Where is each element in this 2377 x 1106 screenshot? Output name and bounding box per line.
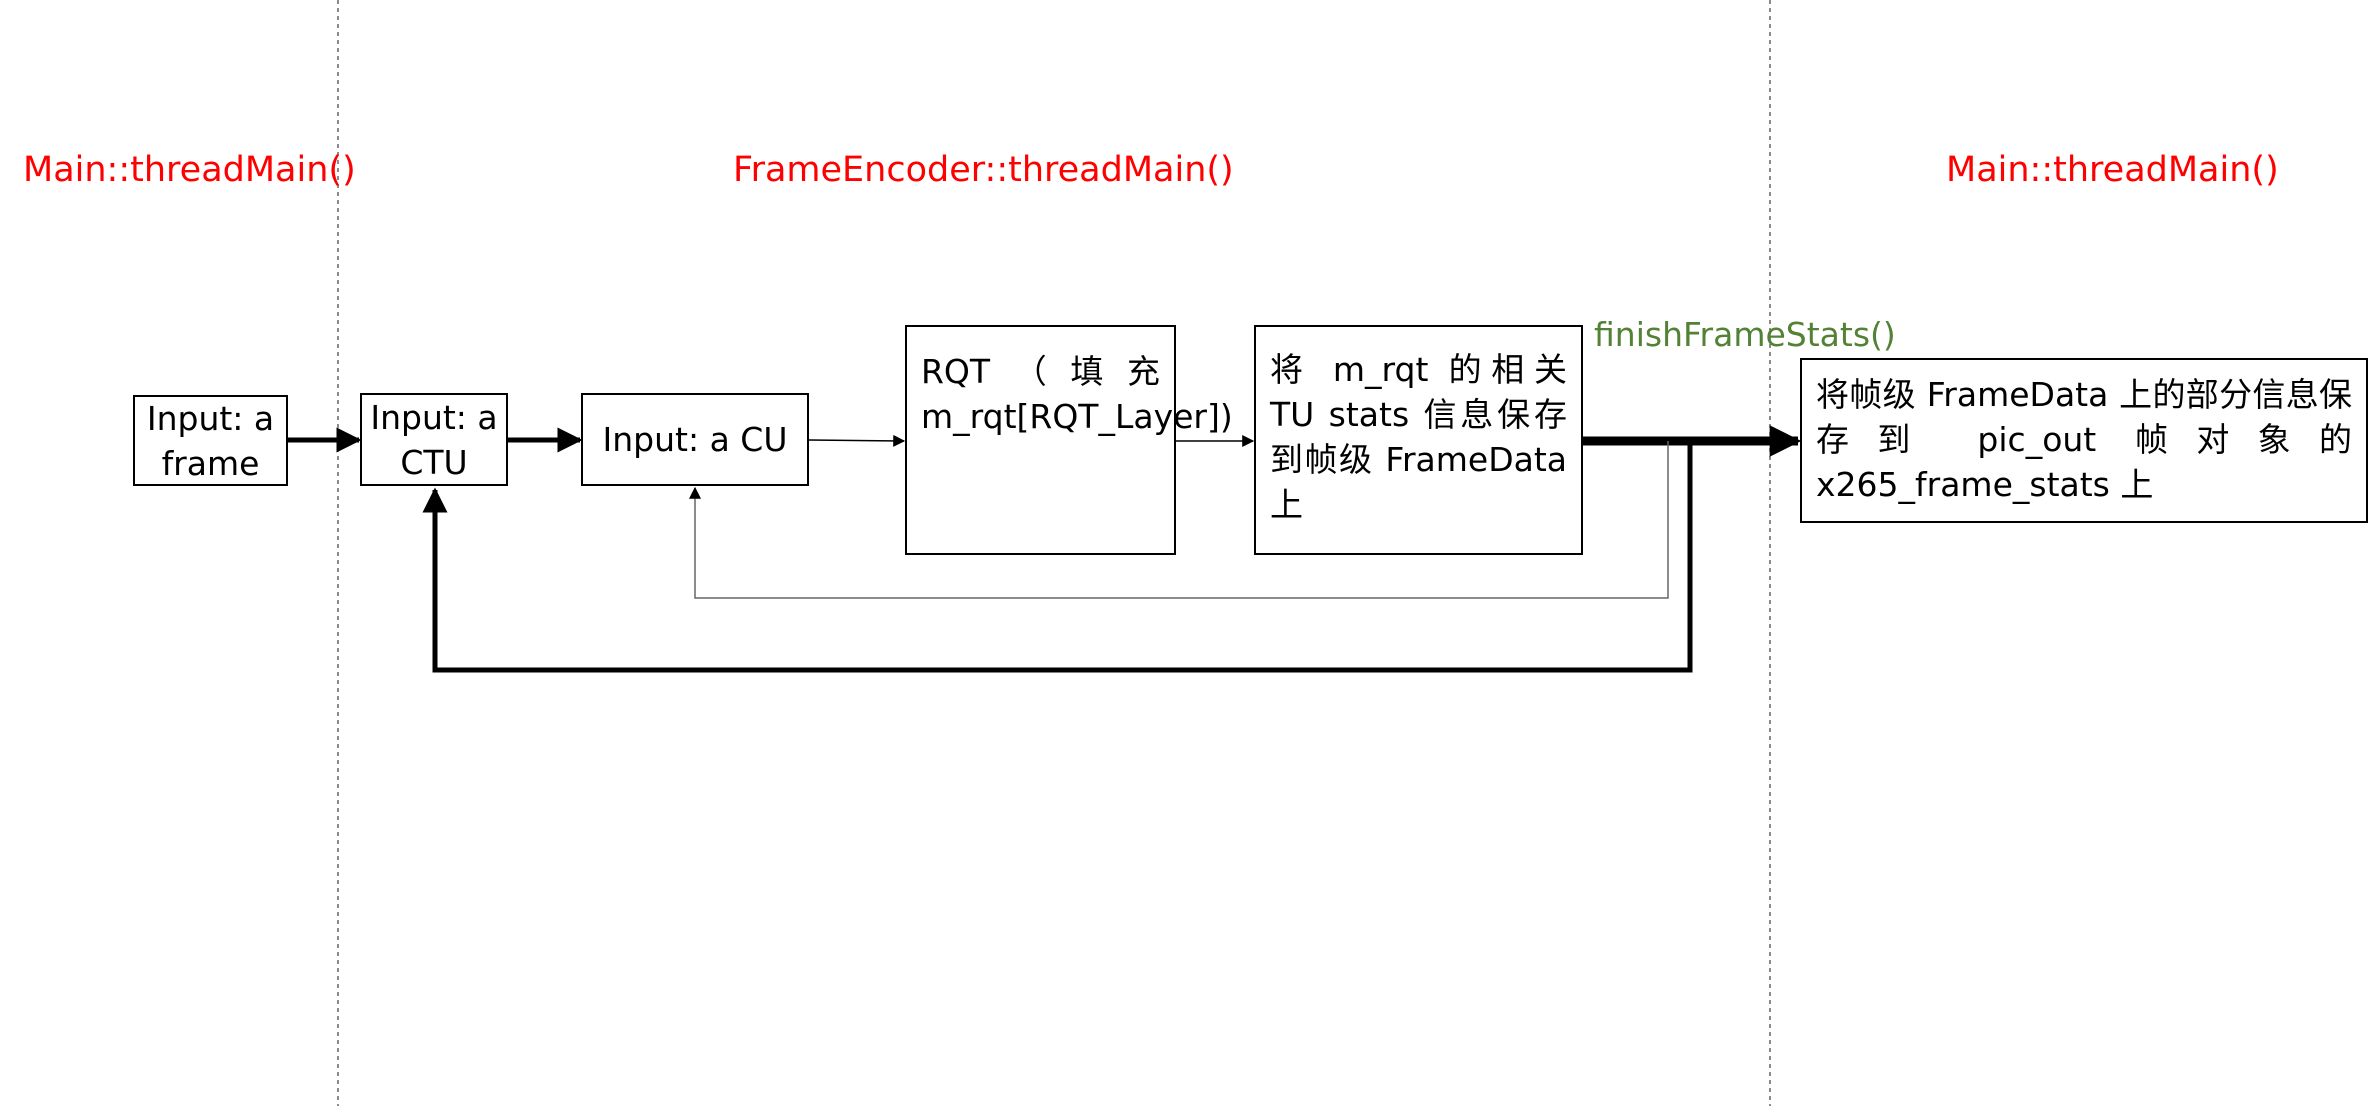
input-cu-text: Input: a CU xyxy=(602,420,788,459)
loop-back-to-cu xyxy=(689,441,1669,599)
save-tu-stats-text: 将 m_rqt 的相关 TU stats 信息保存到帧级 FrameData 上 xyxy=(1270,350,1567,524)
input-cu-box: Input: a CU xyxy=(581,393,809,486)
input-frame-text: Input: a frame xyxy=(146,398,275,483)
middle-section-label: FrameEncoder::threadMain() xyxy=(733,150,1234,190)
save-tu-stats-box: 将 m_rqt 的相关 TU stats 信息保存到帧级 FrameData 上 xyxy=(1254,325,1583,555)
arrow-cu-to-rqt xyxy=(808,434,906,447)
left-section-label: Main::threadMain() xyxy=(23,150,356,190)
input-ctu-text: Input: a CTU xyxy=(370,397,498,482)
loop-back-to-ctu xyxy=(422,441,1693,673)
output-frame-stats-box: 将帧级 FrameData 上的部分信息保存到 pic_out 帧对象的 x26… xyxy=(1800,358,2368,523)
rqt-text: RQT（填充m_rqt[RQT_Layer]) xyxy=(921,352,1233,436)
input-frame-box: Input: a frame xyxy=(133,395,288,486)
output-frame-stats-text: 将帧级 FrameData 上的部分信息保存到 pic_out 帧对象的 x26… xyxy=(1816,375,2352,504)
right-section-label: Main::threadMain() xyxy=(1946,150,2279,190)
rqt-box: RQT（填充m_rqt[RQT_Layer]) xyxy=(905,325,1233,555)
input-ctu-box: Input: a CTU xyxy=(360,393,508,486)
finish-frame-stats-label: finishFrameStats() xyxy=(1594,315,1896,354)
